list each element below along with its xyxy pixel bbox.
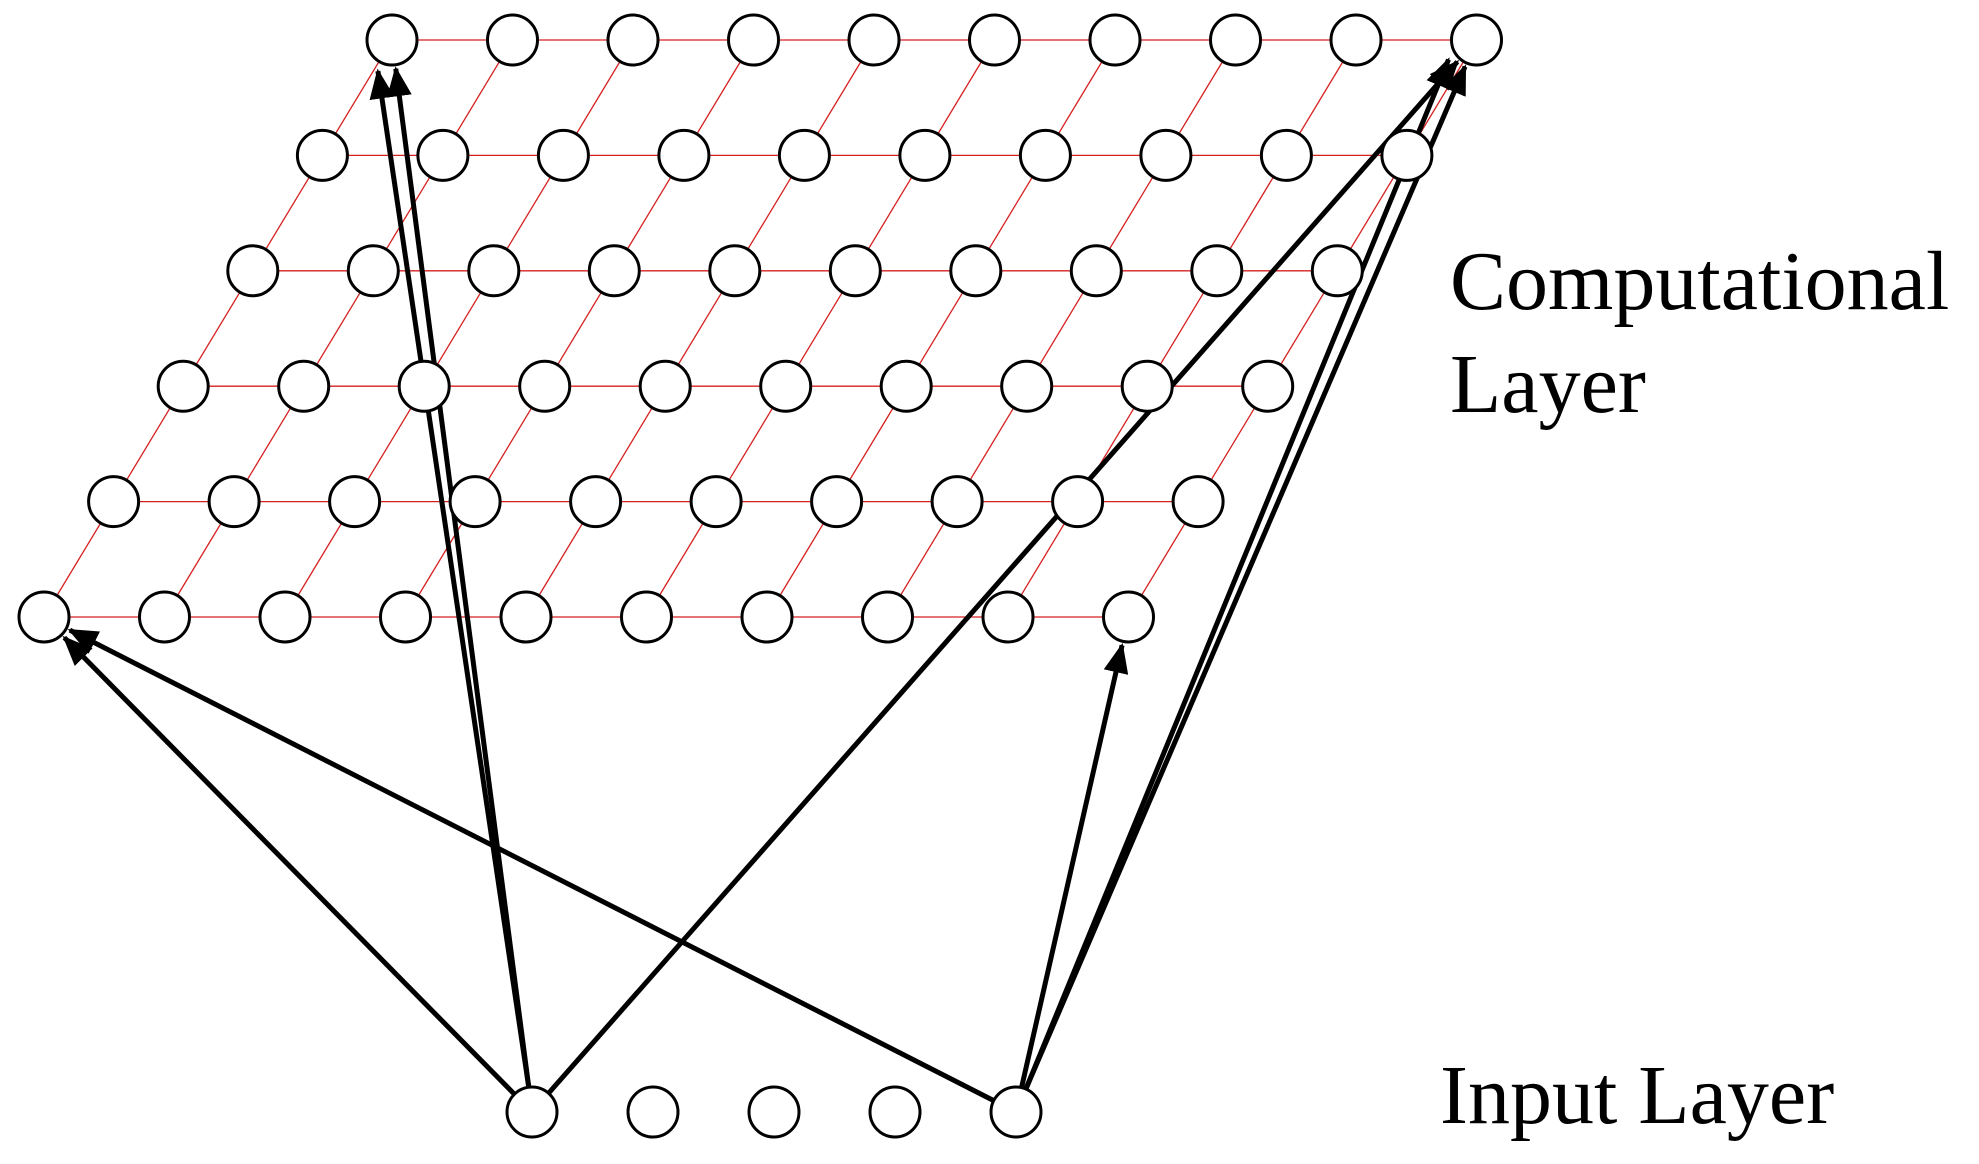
connection-arrow <box>1019 642 1129 1089</box>
computational-node <box>1069 244 1123 298</box>
computational-node <box>277 359 331 413</box>
computational-node <box>17 590 71 644</box>
input-layer <box>505 1085 1043 1139</box>
computational-node <box>638 359 692 413</box>
computational-node <box>1380 128 1434 182</box>
computational-node <box>587 244 641 298</box>
computational-layer-label-line2: Layer <box>1450 338 1646 431</box>
input-node <box>505 1085 559 1139</box>
computational-node <box>1450 13 1503 67</box>
computational-node <box>1120 359 1174 413</box>
computational-node <box>156 359 210 413</box>
connection-arrow <box>67 627 995 1103</box>
computational-node <box>365 13 419 67</box>
computational-node <box>379 590 432 644</box>
computational-node <box>1209 13 1262 67</box>
computational-node <box>727 13 780 67</box>
computational-node <box>346 244 400 298</box>
connection-arrow <box>386 66 532 1088</box>
computational-node <box>536 128 590 182</box>
input-layer-label: Input Layer <box>1440 1049 1835 1142</box>
input-node <box>626 1085 680 1139</box>
computational-node <box>930 475 984 529</box>
computational-node <box>968 13 1021 67</box>
computational-node <box>689 475 743 529</box>
computational-node <box>898 128 952 182</box>
computational-node <box>448 475 502 529</box>
connection-arrow <box>546 59 1460 1095</box>
computational-node <box>207 475 261 529</box>
input-node <box>868 1085 922 1139</box>
computational-node <box>1310 244 1364 298</box>
computational-node <box>740 590 794 644</box>
computational-node <box>759 359 813 413</box>
computational-node <box>828 244 882 298</box>
computational-node <box>328 475 382 529</box>
computational-node <box>569 475 623 529</box>
computational-node <box>1139 128 1193 182</box>
computational-node <box>397 359 451 413</box>
connection-arrow <box>1023 64 1468 1091</box>
computational-node <box>1102 590 1155 644</box>
computational-node <box>981 590 1035 644</box>
computational-node <box>138 590 191 644</box>
computational-node <box>1088 13 1142 67</box>
computational-node <box>87 475 141 529</box>
computational-node <box>606 13 660 67</box>
connection-arrow <box>369 68 532 1088</box>
computational-node <box>499 590 553 644</box>
computational-node <box>1329 13 1383 67</box>
connection-arrow <box>1023 57 1451 1090</box>
computational-node <box>226 244 280 298</box>
computational-node <box>861 590 914 644</box>
grid-edges <box>43 39 1478 618</box>
computational-node <box>1241 359 1295 413</box>
computational-node <box>949 244 1003 298</box>
computational-node <box>1259 128 1313 182</box>
computational-node <box>1000 359 1054 413</box>
computational-node <box>416 128 470 182</box>
computational-node <box>518 359 572 413</box>
input-node <box>747 1085 801 1139</box>
computational-node <box>1051 475 1105 529</box>
computational-node <box>1171 475 1225 529</box>
computational-node <box>810 475 864 529</box>
computational-node <box>1190 244 1244 298</box>
computational-node <box>879 359 933 413</box>
computational-node <box>258 590 312 644</box>
computational-node <box>657 128 711 182</box>
connection-arrows <box>62 57 1468 1103</box>
computational-node <box>467 244 521 298</box>
connection-arrow <box>62 635 517 1096</box>
computational-node <box>295 128 349 182</box>
computational-node <box>708 244 762 298</box>
computational-node <box>486 13 539 67</box>
computational-node <box>1018 128 1072 182</box>
input-node <box>989 1085 1043 1139</box>
computational-node <box>847 13 901 67</box>
computational-node <box>620 590 673 644</box>
computational-layer <box>17 13 1503 644</box>
computational-layer-label-line1: Computational <box>1450 235 1950 328</box>
computational-node <box>777 128 831 182</box>
